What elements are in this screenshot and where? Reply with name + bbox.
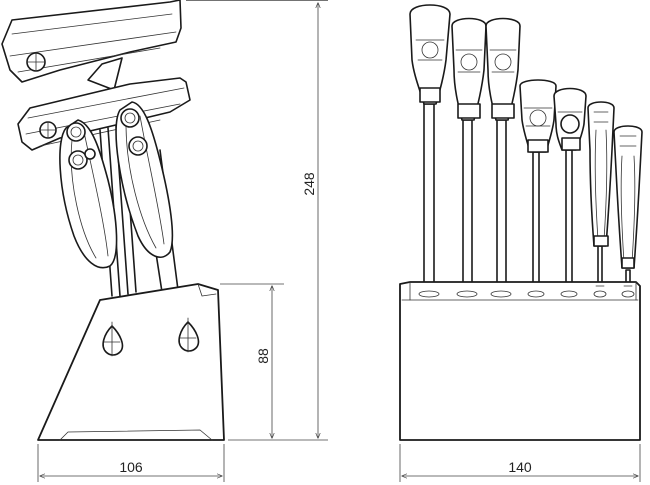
front-handle-5 bbox=[553, 87, 587, 151]
front-handle-2 bbox=[451, 17, 487, 121]
dimension-stand-height: 88 bbox=[220, 283, 284, 438]
dimension-front-width: 140 bbox=[399, 444, 641, 482]
second-t-handle bbox=[17, 77, 191, 151]
left-handle bbox=[59, 119, 118, 269]
front-stand bbox=[399, 281, 641, 441]
front-handle-3 bbox=[485, 17, 521, 121]
dimension-side-width: 106 bbox=[37, 444, 225, 482]
stand-height-label: 88 bbox=[255, 348, 271, 364]
side-width-label: 106 bbox=[119, 459, 143, 475]
top-t-handle bbox=[1, 0, 182, 91]
right-handle bbox=[115, 101, 174, 258]
front-view bbox=[399, 4, 643, 441]
side-stand bbox=[37, 283, 225, 441]
front-handle-6 bbox=[587, 101, 615, 247]
front-width-label: 140 bbox=[508, 459, 532, 475]
front-handle-7 bbox=[613, 125, 643, 269]
dimension-total-height: 248 bbox=[186, 0, 328, 441]
front-handle-1 bbox=[409, 4, 451, 105]
side-view bbox=[1, 0, 225, 441]
front-handle-4 bbox=[519, 79, 557, 153]
total-height-label: 248 bbox=[301, 172, 317, 196]
